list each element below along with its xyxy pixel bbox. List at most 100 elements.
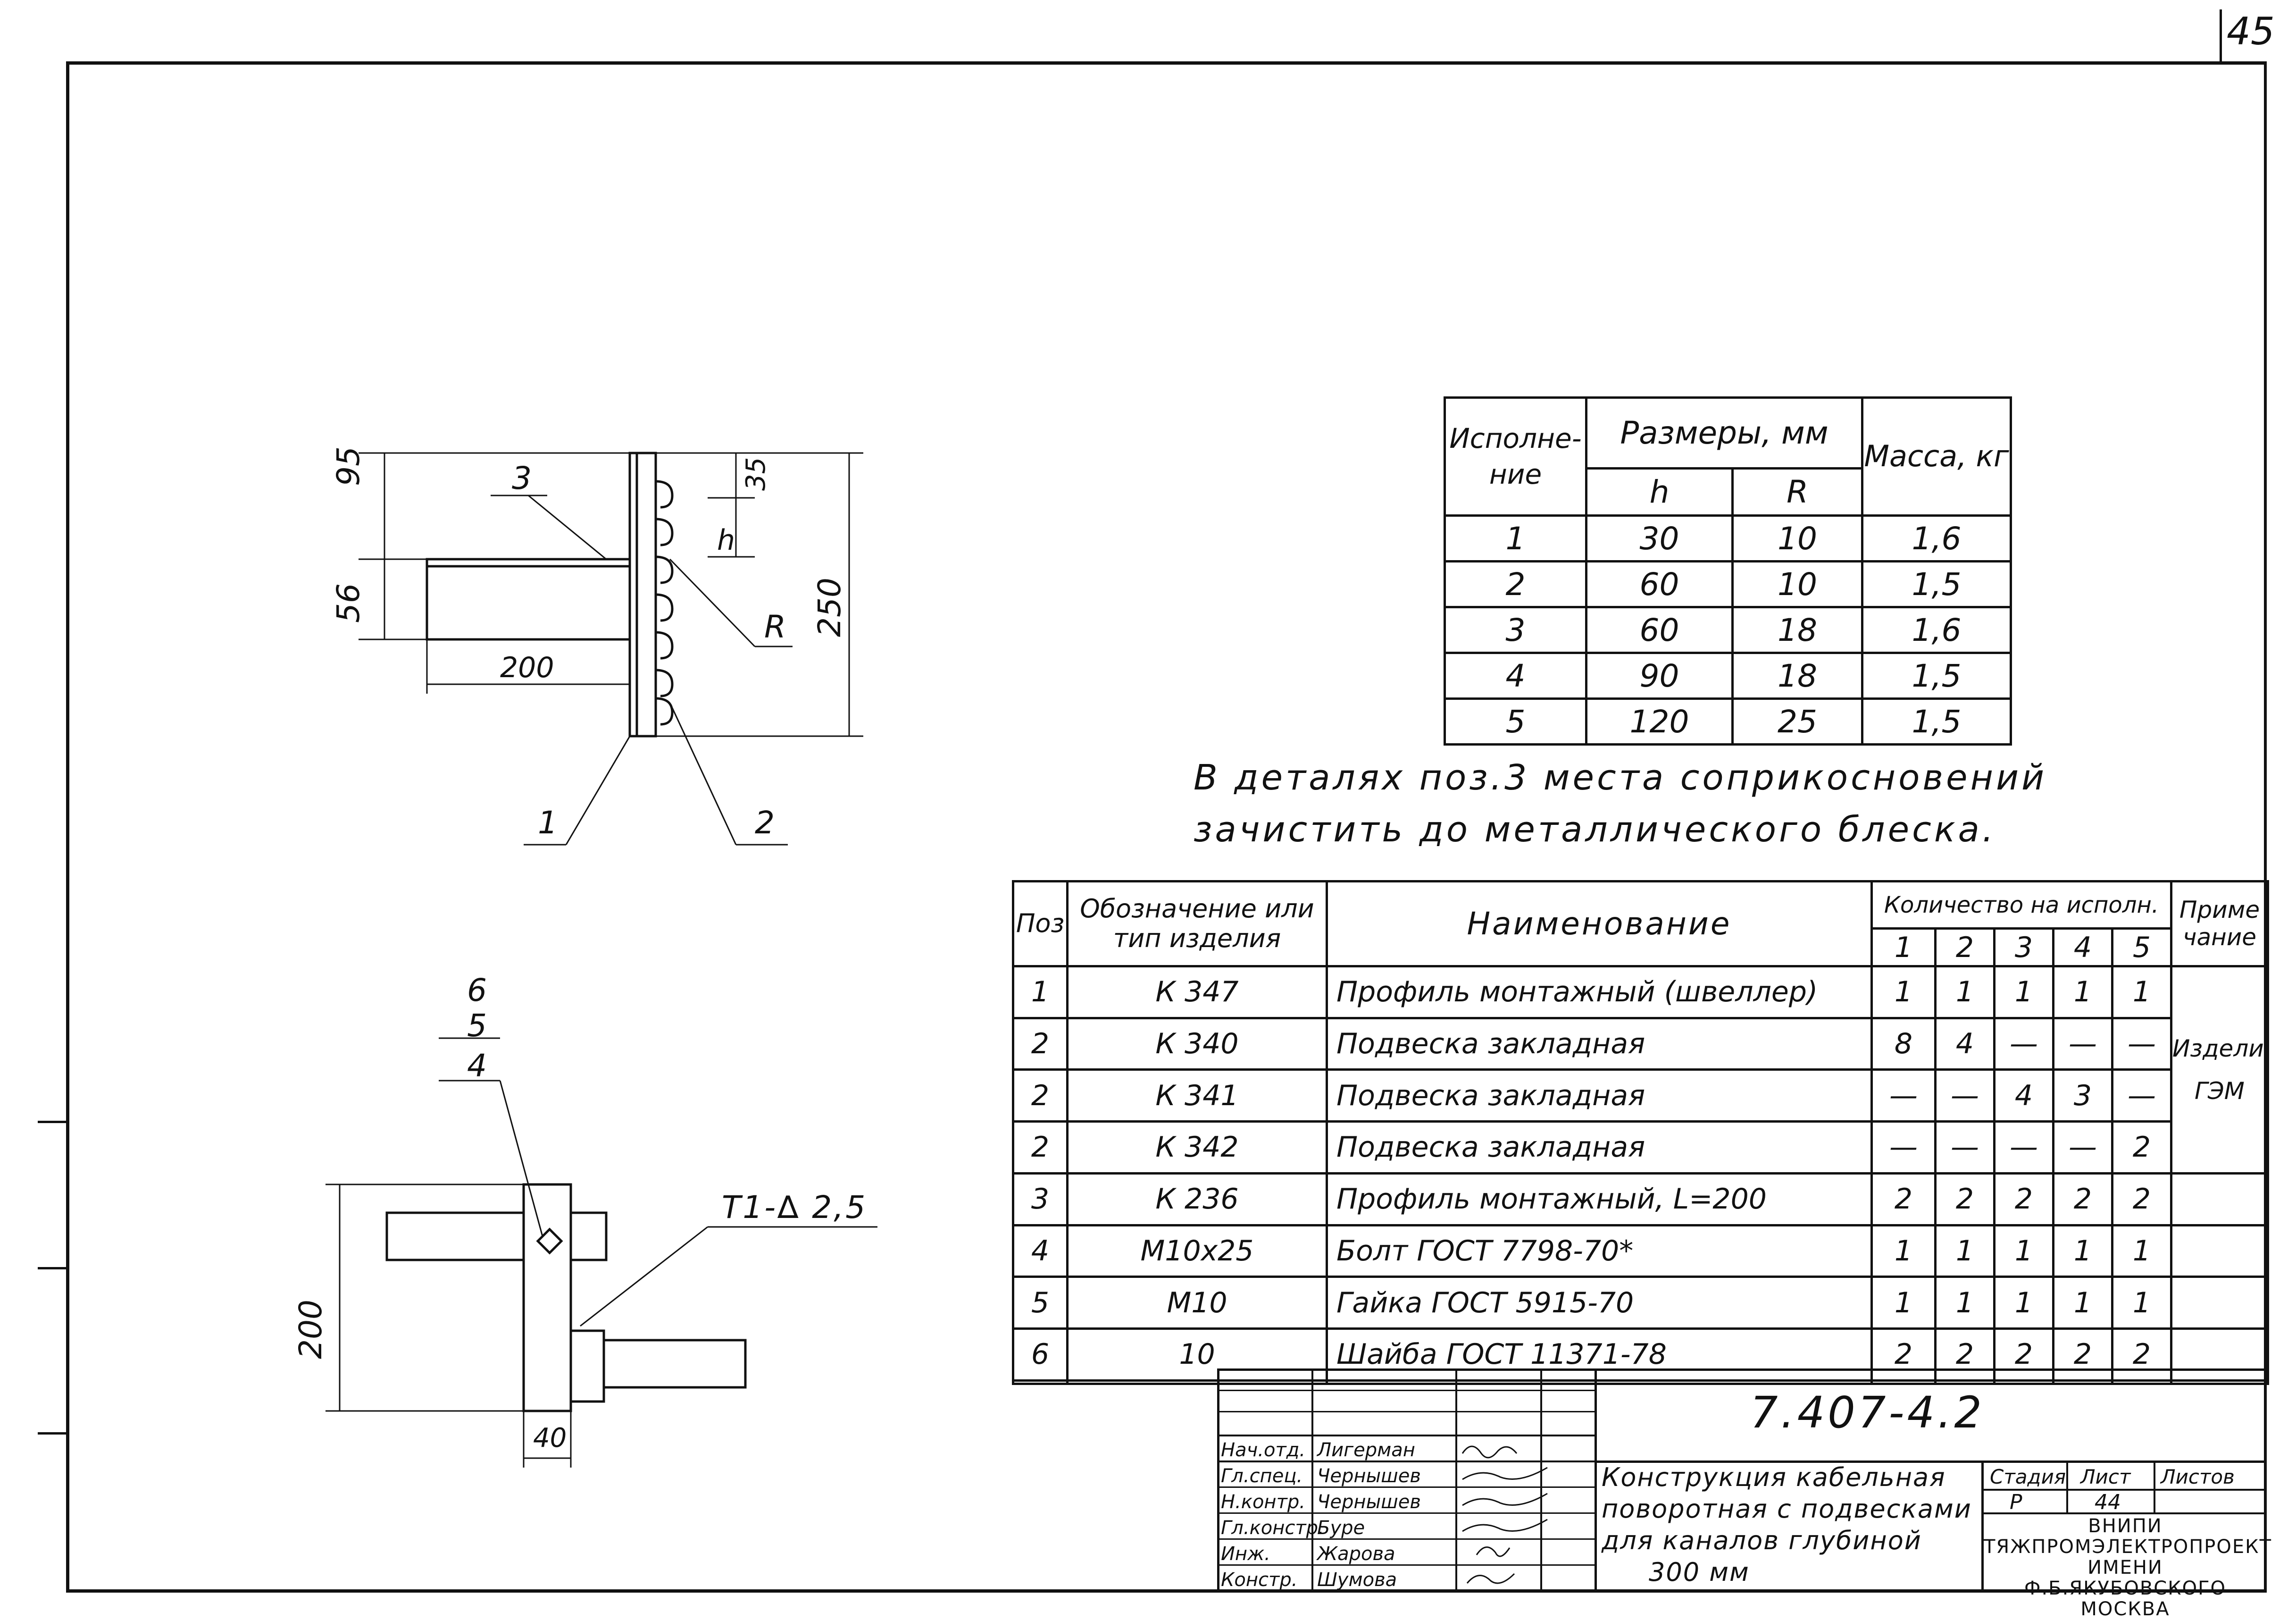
sheet-value: 44 — [2095, 1490, 2121, 1514]
channel-profile — [628, 452, 657, 738]
role-label: Констр. — [1221, 1569, 1298, 1591]
person-name: Чернышев — [1317, 1491, 1421, 1513]
cell: 3 — [1444, 606, 1587, 654]
cell: 1 — [2052, 1224, 2113, 1278]
cell: 120 — [1585, 697, 1734, 746]
cell: 5 — [1012, 1276, 1069, 1330]
person-name: Жарова — [1317, 1543, 1395, 1565]
cell: К 340 — [1066, 1016, 1328, 1071]
margin-tick — [38, 1121, 66, 1123]
cell: 1 — [1444, 514, 1587, 562]
cell: К 347 — [1066, 965, 1328, 1019]
cell: — — [1870, 1120, 1937, 1175]
weld-label: T1-∆ 2,5 — [722, 1189, 868, 1225]
person-name: Чернышев — [1317, 1465, 1421, 1487]
sheet-number: 45 — [2227, 9, 2275, 53]
margin-tick — [38, 1432, 66, 1435]
cell: Гайка ГОСТ 5915-70 — [1326, 1276, 1873, 1330]
note-line-1: В деталях поз.3 места соприкосновений — [1194, 757, 2047, 798]
cell: — — [2052, 1120, 2113, 1175]
organization: ВНИПИ ТЯЖПРОМЭЛЕКТРОПРОЕКТ ИМЕНИ Ф.Б.ЯКУ… — [1984, 1516, 2271, 1620]
role-label: Нач.отд. — [1221, 1439, 1306, 1461]
sheets-header: Листов — [2161, 1465, 2235, 1488]
header-sizes: Размеры, мм — [1585, 396, 1863, 470]
title-line: для каналов глубиной — [1602, 1526, 1922, 1555]
cell: 1 — [1934, 1276, 1995, 1330]
qty-col-header: 4 — [2052, 927, 2113, 967]
cell: 1,6 — [1861, 514, 2012, 562]
title-line: 300 мм — [1649, 1557, 1750, 1587]
cell: Подвеска закладная — [1326, 1120, 1873, 1175]
cell: 2 — [1012, 1016, 1069, 1071]
cell: 2 — [1993, 1172, 2054, 1226]
cell: 1 — [2111, 1224, 2172, 1278]
cell: — — [1934, 1120, 1995, 1175]
cell: 1 — [1870, 1276, 1937, 1330]
cell: Болт ГОСТ 7798-70* — [1326, 1224, 1873, 1278]
cell: 2 — [1870, 1327, 1937, 1382]
cell: 1 — [2111, 965, 2172, 1019]
position-label: 3 — [512, 460, 532, 496]
cell — [1066, 1379, 1328, 1385]
cell: 2 — [1012, 1068, 1069, 1123]
cell: 1 — [1993, 1224, 2054, 1278]
cell: 3 — [1012, 1172, 1069, 1226]
cell — [1993, 1379, 2054, 1385]
cell — [2170, 1224, 2269, 1278]
cell: 60 — [1585, 606, 1734, 654]
cell: 1 — [1993, 965, 2054, 1019]
qty-col-header: 1 — [1870, 927, 1937, 967]
sheet-number-divider — [2220, 9, 2222, 61]
cell: 2 — [1444, 560, 1587, 608]
hanger — [655, 631, 674, 660]
cell: К 236 — [1066, 1172, 1328, 1226]
cell: 2 — [2111, 1120, 2172, 1175]
dim-label: 250 — [811, 578, 848, 637]
cell: 4 — [1993, 1068, 2054, 1123]
hanger — [655, 593, 674, 622]
title-line: поворотная с подвесками — [1602, 1494, 1972, 1524]
header-variant: Исполне-ние — [1444, 396, 1587, 517]
cell: 1 — [1870, 1224, 1937, 1278]
signatures — [1461, 1445, 1548, 1584]
cell: Подвеска закладная — [1326, 1068, 1873, 1123]
cell: — — [1870, 1068, 1937, 1123]
cell: Профиль монтажный, L=200 — [1326, 1172, 1873, 1226]
cell: 30 — [1585, 514, 1734, 562]
cell: 2 — [2052, 1172, 2113, 1226]
role-label: Инж. — [1221, 1543, 1270, 1565]
cell: Шайба ГОСТ 11371-78 — [1326, 1327, 1873, 1382]
org-line: МОСКВА — [2080, 1598, 2170, 1620]
cell: 2 — [1934, 1327, 1995, 1382]
cell: 2 — [2111, 1327, 2172, 1382]
cell: — — [2111, 1068, 2172, 1123]
person-name: Буре — [1317, 1517, 1365, 1539]
qty-col-header: 3 — [1993, 927, 2054, 967]
stage-header: Стадия — [1990, 1465, 2066, 1488]
cell: 18 — [1731, 606, 1863, 654]
cell: 18 — [1731, 652, 1863, 700]
title-line: Конструкция кабельная — [1602, 1462, 1946, 1492]
margin-tick — [38, 1267, 66, 1269]
cell: 25 — [1731, 697, 1863, 746]
position-label: 5 — [467, 1007, 487, 1044]
cell: 6 — [1012, 1327, 1069, 1382]
cell: 10 — [1731, 514, 1863, 562]
cell: 1,5 — [1861, 560, 2012, 608]
dim-label: 200 — [292, 1300, 329, 1359]
person-name: Шумова — [1317, 1569, 1397, 1591]
cell: 1,5 — [1861, 697, 2012, 746]
drawing-joint-view — [326, 1037, 877, 1468]
cell: Профиль монтажный (швеллер) — [1326, 965, 1873, 1019]
cell: 4 — [1012, 1224, 1069, 1278]
cell: — — [1934, 1068, 1995, 1123]
cell: 1 — [2111, 1276, 2172, 1330]
